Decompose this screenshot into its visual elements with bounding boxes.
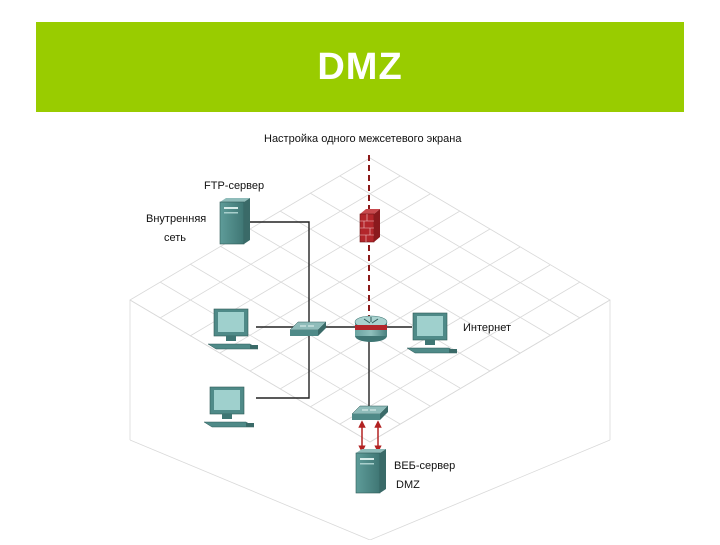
traffic-arrow-icon [358,420,382,453]
internal-network-label-line1: Внутренняя [146,213,207,225]
web-server-icon [355,449,386,494]
ftp-server-label: FTP-сервер [204,180,265,192]
network-diagram: Настройка одного межсетевого экрана FTP-… [0,112,720,541]
diagram-canvas [129,155,611,541]
diagram-caption: Настройка одного межсетевого экрана [264,133,462,145]
slide-title: DMZ [317,45,403,88]
web-server-label: ВЕБ-сервер [394,460,456,472]
title-band: DMZ [36,22,684,112]
workstation-icon [207,308,259,350]
dmz-switch-icon [351,405,389,420]
internal-network-label-line2: сеть [164,232,187,244]
ftp-server-icon [219,198,250,245]
internet-label: Интернет [463,322,511,334]
internet-workstation-icon [406,312,458,354]
internal-switch-icon [289,321,327,336]
router-icon [354,315,388,342]
dmz-label: DMZ [396,479,420,491]
network-links [250,221,412,406]
firewall-icon [359,209,380,243]
workstation-icon [203,386,255,428]
